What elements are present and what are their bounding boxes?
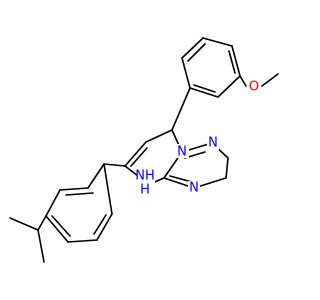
- bond: [59, 187, 89, 191]
- bond: [45, 189, 61, 217]
- bond: [37, 229, 45, 263]
- bond: [202, 37, 233, 47]
- molecule-diagram: N N N NH H O: [9, 37, 279, 263]
- aromatic-inner-bond: [65, 192, 94, 196]
- methoxyphenyl-ring: [181, 37, 241, 98]
- nh-label: NH: [135, 169, 155, 184]
- bond: [181, 37, 204, 59]
- n-bridge-label: N: [177, 145, 187, 160]
- bond: [189, 87, 219, 98]
- methoxy-oxygen-label: O: [249, 80, 259, 95]
- bond: [37, 215, 47, 231]
- n-triazole-top-label: N: [208, 136, 218, 151]
- bond: [124, 141, 147, 167]
- nh-hydrogen-label: H: [140, 183, 150, 198]
- bond: [217, 75, 241, 98]
- bond: [103, 163, 126, 167]
- bond: [171, 87, 191, 131]
- bond: [67, 239, 98, 243]
- bond: [9, 217, 39, 231]
- aromatic-inner-bond: [193, 84, 216, 93]
- aromatic-inner-bond: [228, 50, 236, 74]
- aromatic-inner-bond: [93, 214, 107, 235]
- bond: [96, 213, 113, 241]
- bond: [124, 165, 139, 177]
- double-bond-inner: [130, 147, 148, 167]
- bond: [45, 215, 69, 243]
- bond: [231, 45, 241, 77]
- aromatic-inner-bond: [187, 43, 206, 62]
- bond: [145, 129, 173, 143]
- structure-svg: N N N NH H O: [9, 37, 279, 263]
- bond: [239, 75, 247, 87]
- bond: [103, 163, 113, 215]
- aromatic-inner-bond: [51, 215, 71, 237]
- bond: [261, 73, 279, 87]
- isopropylphenyl-ring: [45, 163, 113, 243]
- isopropyl-group: [9, 215, 47, 263]
- bond: [87, 163, 105, 189]
- atom-labels: N N N NH H O: [135, 80, 260, 198]
- bond: [225, 157, 229, 179]
- bond: [181, 57, 191, 89]
- n-triazole-right-label: N: [189, 181, 199, 196]
- methoxy-group: [239, 73, 279, 87]
